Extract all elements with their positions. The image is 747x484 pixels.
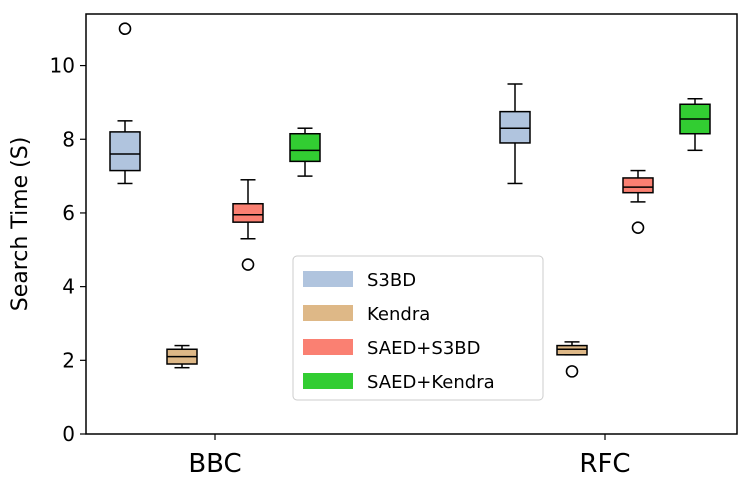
box-s3bd-rfc xyxy=(499,83,531,185)
box-iqr xyxy=(109,131,141,172)
legend-frame xyxy=(292,255,544,401)
box-saed-kendra-rfc xyxy=(679,97,711,152)
box-kendra-bbc xyxy=(166,344,198,369)
x-tick-label: BBC xyxy=(188,449,241,479)
axes-frame xyxy=(85,13,738,435)
y-axis-label: Search Time (S) xyxy=(8,137,33,312)
legend-swatch xyxy=(303,339,353,355)
outlier-point xyxy=(565,365,579,378)
box-saed-kendra-bbc xyxy=(289,127,321,177)
x-tick-label: RFC xyxy=(579,449,630,479)
legend-swatch xyxy=(303,373,353,389)
x-axis: BBC RFC xyxy=(188,434,631,479)
box-iqr xyxy=(622,177,654,194)
box-saed-s3bd-rfc xyxy=(622,169,654,234)
outlier-point xyxy=(631,221,645,234)
legend-label: SAED+S3BD xyxy=(367,338,480,359)
box-iqr xyxy=(232,202,264,223)
y-tick-label: 10 xyxy=(50,54,75,78)
legend-swatch xyxy=(303,305,353,321)
y-tick-label: 6 xyxy=(62,201,75,225)
legend-label: SAED+Kendra xyxy=(367,372,495,393)
y-tick-label: 8 xyxy=(62,127,75,151)
legend-swatch xyxy=(303,271,353,287)
box-iqr xyxy=(499,110,531,144)
box-s3bd-bbc xyxy=(109,22,141,185)
y-tick-label: 2 xyxy=(62,348,75,372)
outlier-point xyxy=(241,258,255,271)
y-axis: 0 2 4 6 8 10 xyxy=(50,54,86,446)
legend-label: S3BD xyxy=(367,270,416,291)
box-saed-s3bd-bbc xyxy=(232,179,264,271)
outlier-point xyxy=(118,22,132,36)
box-kendra-rfc xyxy=(556,341,588,378)
legend-label: Kendra xyxy=(367,304,430,325)
box-iqr xyxy=(289,132,321,163)
plot-area xyxy=(109,22,711,378)
y-tick-label: 4 xyxy=(62,275,75,299)
box-iqr xyxy=(556,344,588,356)
y-tick-label: 0 xyxy=(62,422,75,446)
